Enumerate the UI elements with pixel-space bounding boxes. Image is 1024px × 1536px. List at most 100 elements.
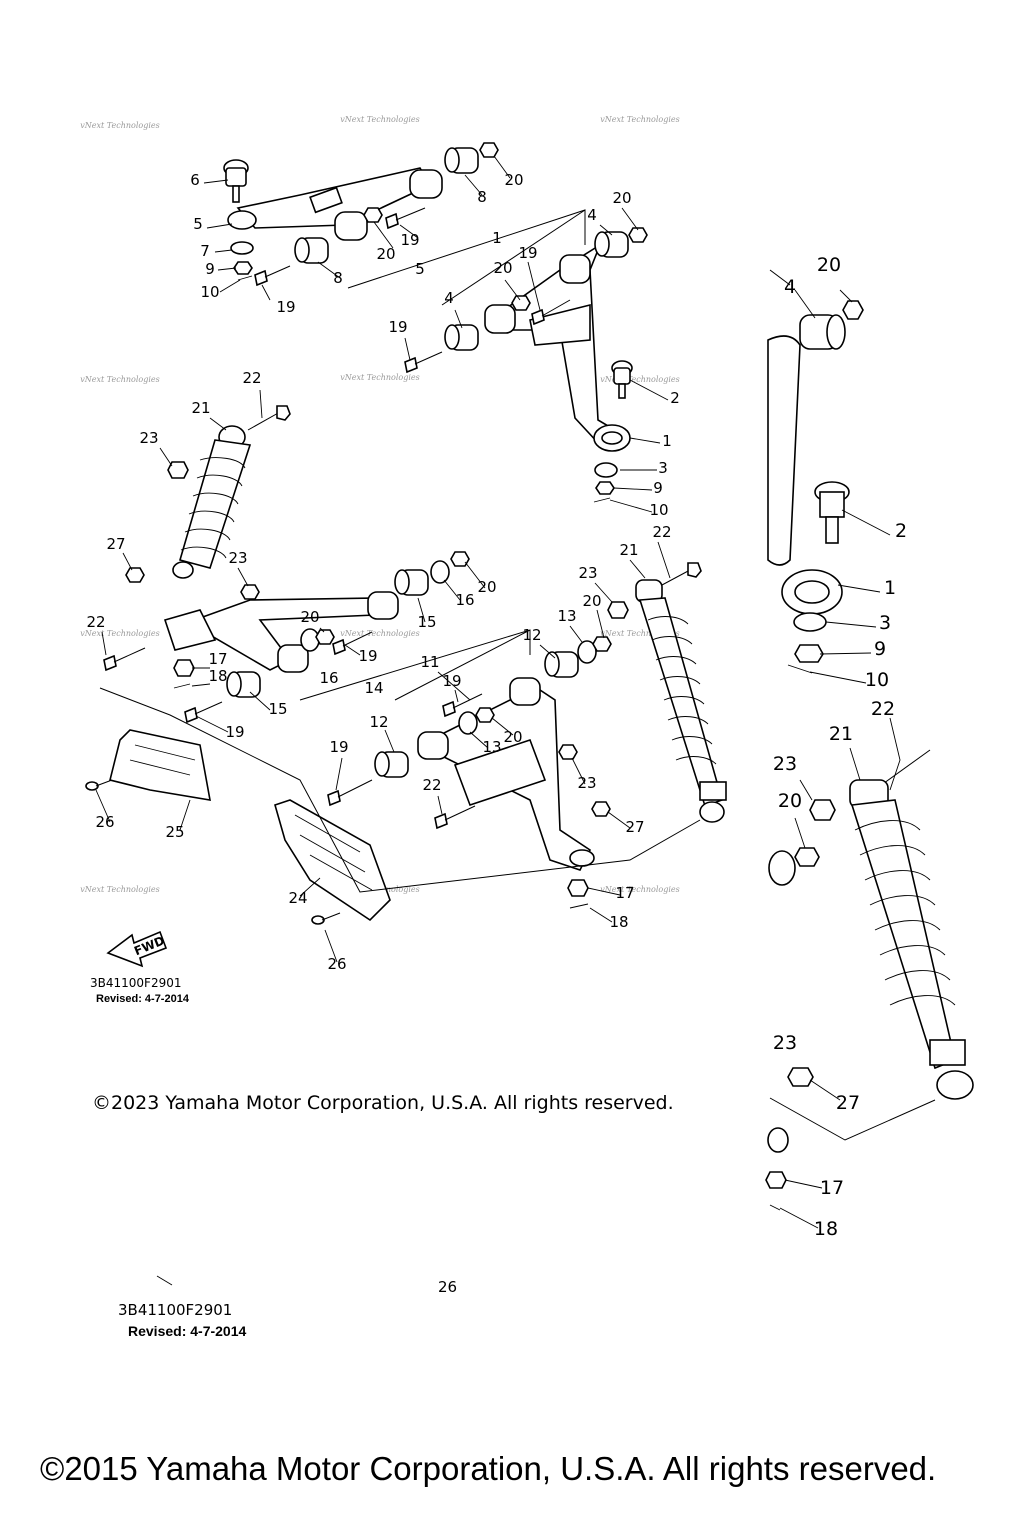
callout-8: 8 bbox=[333, 269, 343, 287]
cotter-pin-10 bbox=[237, 275, 253, 281]
nut-27-b bbox=[591, 801, 611, 817]
callout-18: 18 bbox=[609, 913, 628, 931]
callout-2: 2 bbox=[670, 389, 680, 407]
callout-20: 20 bbox=[376, 245, 395, 263]
callouts: 6579101982019582020411920419213910222123… bbox=[86, 171, 679, 973]
guard-25 bbox=[109, 729, 211, 801]
nut-17-b bbox=[567, 879, 589, 897]
watermark: vNext Technologies bbox=[80, 885, 159, 894]
callout-19: 19 bbox=[400, 231, 419, 249]
callout-27: 27 bbox=[625, 818, 644, 836]
washer-13-a bbox=[577, 640, 597, 664]
callout-26: 26 bbox=[95, 813, 114, 831]
callout-27: 27 bbox=[106, 535, 125, 553]
bushings-4 bbox=[444, 231, 629, 351]
zoom-upper-arm bbox=[767, 335, 801, 566]
callout-25: 25 bbox=[165, 823, 184, 841]
bg-revised-date: Revised: 4-7-2014 bbox=[128, 1323, 247, 1339]
callout-10: 10 bbox=[865, 669, 889, 691]
bolt-22-c bbox=[434, 805, 476, 830]
cotter-pin-10-b bbox=[593, 497, 611, 503]
bolt-22-b bbox=[103, 647, 146, 672]
washer-16-a bbox=[430, 560, 450, 584]
bolt-19-e bbox=[332, 631, 373, 656]
callout-10: 10 bbox=[200, 283, 219, 301]
guard-24 bbox=[274, 799, 391, 922]
callout-23: 23 bbox=[773, 753, 797, 775]
callout-26: 26 bbox=[327, 955, 346, 973]
bg-copyright: ©2015 Yamaha Motor Corporation, U.S.A. A… bbox=[40, 1450, 936, 1487]
callout-1: 1 bbox=[662, 432, 672, 450]
callout-3: 3 bbox=[879, 612, 891, 634]
bushings-8 bbox=[294, 147, 479, 264]
bracket-11-14 bbox=[299, 629, 531, 701]
bolt-22-d bbox=[661, 562, 702, 586]
nut-20-e bbox=[450, 551, 470, 567]
nut-23-b bbox=[240, 584, 260, 600]
callout-7: 7 bbox=[200, 242, 210, 260]
nut-20-h bbox=[475, 707, 495, 723]
shock-absorber-right-21 bbox=[635, 579, 727, 823]
callout-20: 20 bbox=[504, 171, 523, 189]
callout-9: 9 bbox=[874, 638, 886, 660]
callout-19: 19 bbox=[388, 318, 407, 336]
watermark: vNext Technologies bbox=[600, 375, 679, 384]
watermark: vNext Technologies bbox=[80, 121, 159, 130]
callout-23: 23 bbox=[228, 549, 247, 567]
callout-22: 22 bbox=[86, 613, 105, 631]
callout-4: 4 bbox=[587, 206, 597, 224]
callout-13: 13 bbox=[482, 738, 501, 756]
callout-27: 27 bbox=[836, 1092, 860, 1114]
upper-arm-left-5 bbox=[227, 167, 443, 241]
watermark: vNext Technologies bbox=[80, 629, 159, 638]
callout-1: 1 bbox=[884, 577, 896, 599]
callout-13: 13 bbox=[557, 607, 576, 625]
zoom-nut-20 bbox=[842, 300, 864, 320]
nut-20-top bbox=[479, 142, 499, 158]
lower-arm-right-11 bbox=[417, 677, 595, 871]
zoom-nut-27 bbox=[787, 1067, 814, 1087]
callout-12: 12 bbox=[369, 713, 388, 731]
callout-14: 14 bbox=[364, 679, 383, 697]
callout-22: 22 bbox=[652, 523, 671, 541]
bolt-19-c bbox=[531, 299, 571, 326]
zoom-nut-20b bbox=[794, 847, 820, 867]
callout-9: 9 bbox=[205, 260, 215, 278]
callout-19: 19 bbox=[276, 298, 295, 316]
zoom-nut-17 bbox=[765, 1171, 787, 1189]
washer-3 bbox=[594, 462, 618, 478]
zoom-cotter-10 bbox=[787, 664, 813, 674]
bracket-lower bbox=[99, 687, 701, 893]
watermark: vNext Technologies bbox=[340, 373, 419, 382]
lower-arm-left-14 bbox=[163, 591, 399, 673]
cotter-pin-18-b bbox=[569, 903, 589, 909]
callout-20: 20 bbox=[778, 790, 802, 812]
callout-11: 11 bbox=[420, 653, 439, 671]
callout-17: 17 bbox=[208, 650, 227, 668]
callout-17: 17 bbox=[615, 884, 634, 902]
callout-2: 2 bbox=[895, 520, 907, 542]
callout-12: 12 bbox=[522, 626, 541, 644]
bolt-19-d bbox=[404, 351, 443, 374]
callout-19: 19 bbox=[518, 244, 537, 262]
callout-4: 4 bbox=[444, 289, 454, 307]
washer-7 bbox=[230, 241, 254, 255]
nut-20-g bbox=[592, 636, 612, 652]
upper-arm-right-1 bbox=[484, 243, 631, 452]
callout-5: 5 bbox=[193, 215, 203, 233]
callout-21: 21 bbox=[829, 723, 853, 745]
zoom-nut-23 bbox=[809, 799, 836, 821]
callout-4: 4 bbox=[784, 276, 796, 298]
callout-23: 23 bbox=[578, 564, 597, 582]
callout-20: 20 bbox=[582, 592, 601, 610]
fragment-arrow bbox=[156, 1275, 173, 1286]
diagram-code: 3B41100F2901 bbox=[90, 976, 181, 990]
nut-23-c bbox=[607, 601, 629, 619]
watermark: vNext Technologies bbox=[340, 115, 419, 124]
callout-19: 19 bbox=[329, 738, 348, 756]
callout-22: 22 bbox=[242, 369, 261, 387]
ball-joint-6 bbox=[223, 159, 249, 203]
callout-19: 19 bbox=[358, 647, 377, 665]
